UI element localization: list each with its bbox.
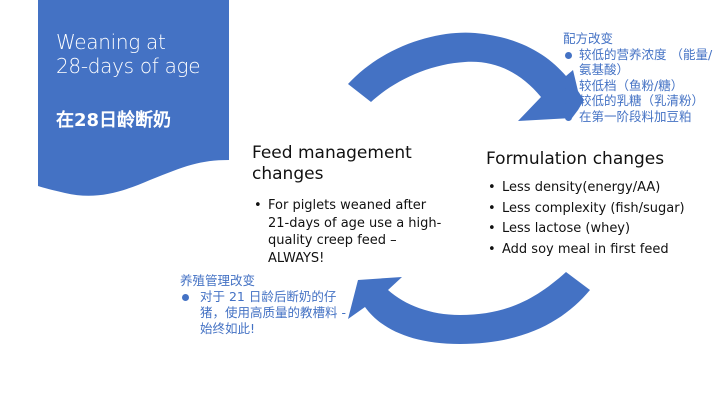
formulation-list: Less density(energy/AA) Less complexity …: [486, 178, 716, 260]
bottom-arrow: [348, 272, 590, 344]
formulation-title: Formulation changes: [486, 149, 665, 169]
formulation-zh-heading: 配方改变: [563, 31, 614, 46]
feed-management-title-line1: Feed management: [252, 143, 412, 163]
feed-management-item: For piglets weaned after 21-days of age …: [252, 197, 442, 267]
banner-title-zh: 在28日龄断奶: [56, 110, 172, 131]
feed-management-title: Feed management changes: [252, 143, 432, 185]
formulation-item: Less density(energy/AA): [486, 178, 716, 199]
formulation-zh-item: 在第一阶段料加豆粕: [563, 109, 720, 125]
banner-title-line1: Weaning at: [56, 30, 166, 54]
formulation-zh-item: 较低的营养浓度 （能量/氨基酸）: [563, 47, 720, 78]
formulation-item: Less lactose (whey): [486, 219, 716, 240]
management-zh-item: 对于 21 日龄后断奶的仔猪，使用高质量的教槽料 - 始终如此!: [180, 289, 350, 337]
feed-management-title-line2: changes: [252, 164, 324, 184]
formulation-zh-item: 较低档（鱼粉/糖）: [563, 78, 720, 94]
banner-title-line2: 28-days of age: [56, 54, 201, 78]
formulation-item: Less complexity (fish/sugar): [486, 199, 716, 220]
top-arrow: [348, 32, 584, 121]
management-zh-heading: 养殖管理改变: [180, 273, 256, 288]
formulation-zh-block: 配方改变 较低的营养浓度 （能量/氨基酸） 较低档（鱼粉/糖） 较低的乳糖（乳清…: [563, 31, 720, 124]
banner-title: Weaning at 28-days of age: [56, 30, 226, 78]
formulation-zh-item: 较低的乳糖（乳清粉）: [563, 93, 720, 109]
formulation-item: Add soy meal in first feed: [486, 240, 716, 261]
management-zh-block: 养殖管理改变 对于 21 日龄后断奶的仔猪，使用高质量的教槽料 - 始终如此!: [180, 273, 350, 337]
feed-management-list: For piglets weaned after 21-days of age …: [252, 197, 442, 267]
